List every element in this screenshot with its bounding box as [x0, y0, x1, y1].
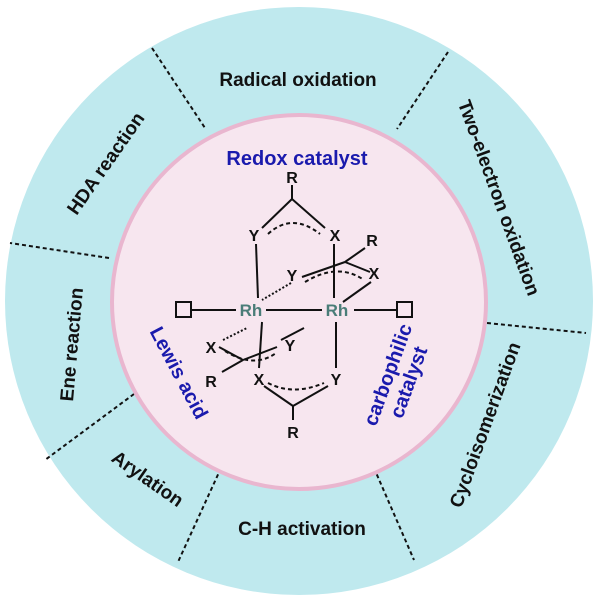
r-bottom: R — [287, 425, 299, 442]
radical-oxidation-label: Radical oxidation — [219, 70, 376, 91]
y-bottom: Y — [331, 372, 342, 389]
inner-circle — [110, 113, 488, 491]
rh-right: Rh — [326, 301, 349, 320]
y-top: Y — [249, 228, 260, 245]
r-lower-left: R — [205, 374, 217, 391]
sector-dividers — [9, 47, 587, 563]
rh-left: Rh — [240, 301, 263, 320]
y-upper-right: Y — [287, 268, 298, 285]
ch-activation-label: C-H activation — [238, 519, 366, 540]
vacant-site-right — [396, 301, 413, 318]
x-upper-right: X — [369, 266, 380, 283]
r-upper-right: R — [366, 233, 378, 250]
dirhodium-structure: R Y X R Y X Rh Rh X Y R X Y R — [175, 170, 413, 442]
vacant-site-left — [175, 301, 192, 318]
y-lower-left: Y — [285, 338, 296, 355]
x-bottom: X — [254, 372, 265, 389]
x-top: X — [330, 228, 341, 245]
r-top: R — [286, 170, 298, 187]
x-lower-left: X — [206, 340, 217, 357]
redox-catalyst-label: Redox catalyst — [226, 148, 368, 170]
